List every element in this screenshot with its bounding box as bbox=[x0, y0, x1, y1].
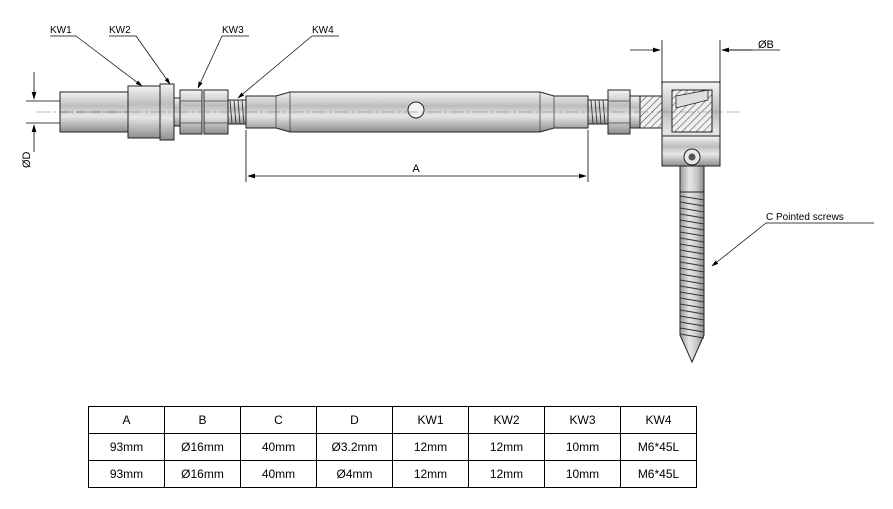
table-header-cell: C bbox=[240, 406, 317, 434]
table-cell: 10mm bbox=[544, 433, 621, 461]
table-cell: 10mm bbox=[544, 460, 621, 488]
dim-b-label: ØB bbox=[758, 39, 774, 51]
table-cell: Ø16mm bbox=[164, 433, 241, 461]
table-cell: 93mm bbox=[88, 460, 165, 488]
leader-kw2: KW2 bbox=[109, 25, 171, 85]
leader-c: C Pointed screws bbox=[711, 212, 874, 267]
callout-c-label: C Pointed screws bbox=[766, 212, 844, 223]
table-cell: 40mm bbox=[240, 433, 317, 461]
dimension-b: ØB bbox=[630, 39, 780, 84]
table-cell: M6*45L bbox=[620, 433, 697, 461]
table-header-cell: KW4 bbox=[620, 406, 697, 434]
pointed-screw bbox=[679, 165, 705, 364]
table-header-cell: B bbox=[164, 406, 241, 434]
kw1-label: KW1 bbox=[50, 25, 72, 36]
table-header-cell: A bbox=[88, 406, 165, 434]
table-header-cell: D bbox=[316, 406, 393, 434]
dimension-a: A bbox=[245, 130, 589, 182]
leader-kw4: KW4 bbox=[237, 25, 339, 99]
table-cell: M6*45L bbox=[620, 460, 697, 488]
dimension-d: ØD bbox=[21, 72, 60, 168]
table-cell: 40mm bbox=[240, 460, 317, 488]
table-cell: Ø4mm bbox=[316, 460, 393, 488]
dim-d-label: ØD bbox=[21, 151, 33, 168]
dim-a-label: A bbox=[412, 163, 420, 175]
table-cell: 12mm bbox=[468, 460, 545, 488]
kw4-label: KW4 bbox=[312, 25, 334, 36]
jaw-fork bbox=[639, 81, 721, 167]
table-header-cell: KW1 bbox=[392, 406, 469, 434]
technical-drawing: A ØB ØD KW1 KW2 KW3 KW4 C Po bbox=[21, 25, 874, 364]
table-cell: 12mm bbox=[392, 460, 469, 488]
table-cell: 93mm bbox=[88, 433, 165, 461]
kw3-label: KW3 bbox=[222, 25, 244, 36]
table-cell: 12mm bbox=[392, 433, 469, 461]
table-header-cell: KW3 bbox=[544, 406, 621, 434]
table-cell: Ø16mm bbox=[164, 460, 241, 488]
table-header-cell: KW2 bbox=[468, 406, 545, 434]
table-cell: 12mm bbox=[468, 433, 545, 461]
leader-kw3: KW3 bbox=[197, 25, 249, 89]
leader-kw1: KW1 bbox=[50, 25, 143, 87]
kw2-label: KW2 bbox=[109, 25, 131, 36]
table-cell: Ø3.2mm bbox=[316, 433, 393, 461]
